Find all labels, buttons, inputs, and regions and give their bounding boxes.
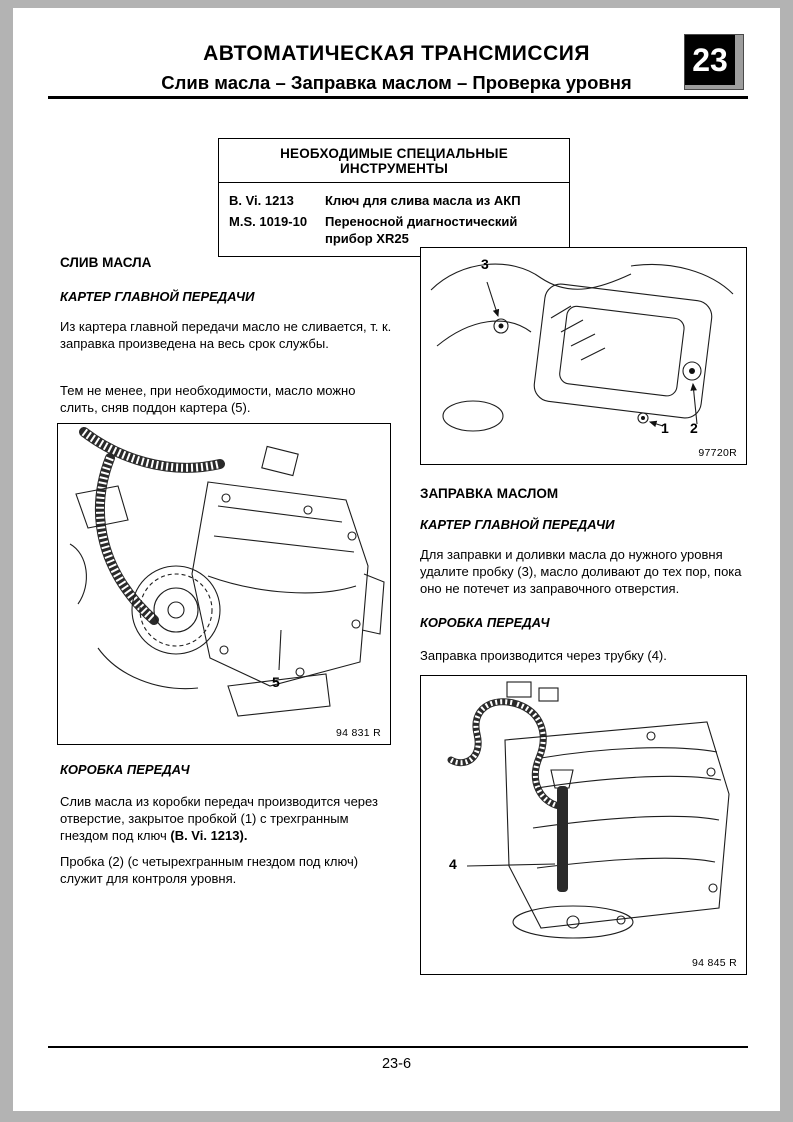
part-label-4: 4 bbox=[449, 856, 457, 872]
subheading-final-drive-housing: КАРТЕР ГЛАВНОЙ ПЕРЕДАЧИ bbox=[60, 289, 255, 304]
figure-filler-tube-view: 4 94 845 R bbox=[420, 675, 747, 975]
page-subtitle: Слив масла – Заправка маслом – Проверка … bbox=[161, 72, 632, 93]
part-label-5: 5 bbox=[272, 674, 280, 690]
tools-table-row: B. Vi. 1213 Ключ для слива масла из АКП bbox=[229, 193, 559, 210]
paragraph: Заправка производится через трубку (4). bbox=[420, 648, 667, 663]
tools-table-row: M.S. 1019-10 Переносной диагностический … bbox=[229, 214, 559, 248]
tool-description: Переносной диагностический прибор XR25 bbox=[325, 213, 518, 246]
chapter-badge: 23 bbox=[684, 34, 744, 90]
footer-divider bbox=[48, 1046, 748, 1048]
section-heading-oil-fill: ЗАПРАВКА МАСЛОМ bbox=[420, 486, 559, 501]
subheading-final-drive-housing: КАРТЕР ГЛАВНОЙ ПЕРЕДАЧИ bbox=[420, 517, 615, 532]
technical-drawing bbox=[430, 263, 734, 432]
page-title: АВТОМАТИЧЕСКАЯ ТРАНСМИССИЯ bbox=[203, 42, 590, 65]
part-label-1: 1 bbox=[661, 420, 669, 436]
figure-reference-code: 94 845 R bbox=[691, 957, 737, 969]
tools-table-header: НЕОБХОДИМЫЕ СПЕЦИАЛЬНЫЕ ИНСТРУМЕНТЫ bbox=[219, 139, 569, 183]
figure-underside-plugs-view: 3 1 2 97720R bbox=[420, 247, 747, 465]
tool-description: Ключ для слива масла из АКП bbox=[325, 193, 521, 208]
part-label-2: 2 bbox=[690, 420, 698, 436]
technical-drawing bbox=[447, 681, 730, 939]
header-divider bbox=[48, 96, 748, 99]
part-label-3: 3 bbox=[481, 256, 489, 272]
paragraph: Из картера главной передачи масло не сли… bbox=[60, 319, 392, 352]
tool-code: B. Vi. 1213 bbox=[229, 193, 294, 208]
paragraph: Для заправки и доливки масла до нужного … bbox=[420, 547, 742, 597]
document-page: АВТОМАТИЧЕСКАЯ ТРАНСМИССИЯ Слив масла – … bbox=[13, 8, 780, 1111]
paragraph: Слив масла из коробки передач производит… bbox=[60, 793, 392, 844]
paragraph: Тем не менее, при необходимости, масло м… bbox=[60, 383, 356, 416]
subheading-gearbox: КОРОБКА ПЕРЕДАЧ bbox=[420, 615, 550, 630]
paragraph-text: Слив масла из коробки передач производит… bbox=[60, 794, 378, 844]
paragraph: Пробка (2) (с четырехгранным гнездом под… bbox=[60, 854, 359, 887]
tool-reference-bold: (B. Vi. 1213). bbox=[170, 828, 248, 844]
tools-table-body: B. Vi. 1213 Ключ для слива масла из АКП … bbox=[219, 183, 569, 256]
technical-drawing bbox=[69, 427, 385, 717]
figure-reference-code: 97720R bbox=[698, 447, 737, 459]
chapter-number: 23 bbox=[685, 35, 735, 85]
figure-engine-side-view: 5 94 831 R bbox=[57, 423, 391, 745]
special-tools-table: НЕОБХОДИМЫЕ СПЕЦИАЛЬНЫЕ ИНСТРУМЕНТЫ B. V… bbox=[218, 138, 570, 257]
subheading-gearbox: КОРОБКА ПЕРЕДАЧ bbox=[60, 762, 190, 777]
tool-code: M.S. 1019-10 bbox=[229, 213, 308, 229]
section-heading-oil-drain: СЛИВ МАСЛА bbox=[60, 255, 152, 270]
figure-reference-code: 94 831 R bbox=[335, 727, 381, 739]
page-number: 23-6 bbox=[381, 1056, 412, 1072]
